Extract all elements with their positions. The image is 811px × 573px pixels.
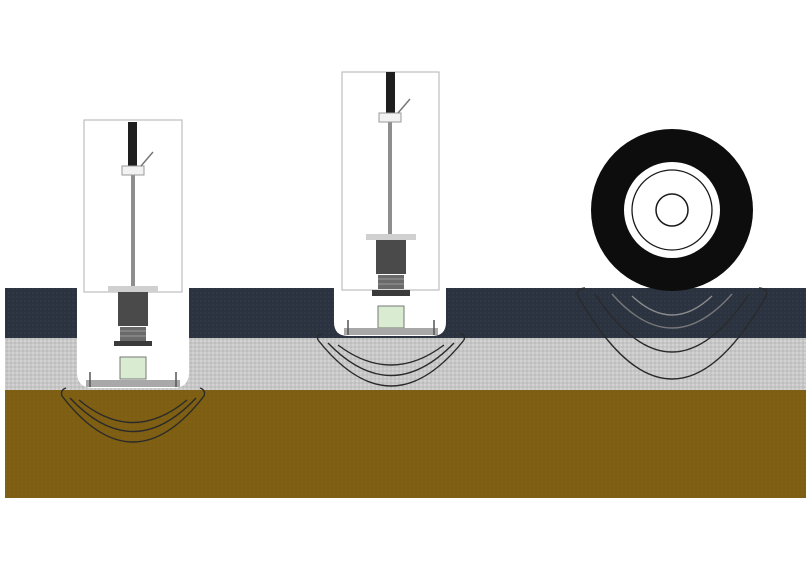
load-plate <box>344 328 438 335</box>
release-lever <box>397 98 411 114</box>
weight-cap <box>108 286 158 292</box>
rod-handle <box>386 72 395 114</box>
rod-release-clamp <box>378 112 402 123</box>
damper-spring <box>378 275 404 289</box>
rod-release-clamp <box>121 165 145 176</box>
damper-spring <box>120 327 146 341</box>
spring-seat <box>114 341 152 346</box>
guide-rod <box>131 175 135 290</box>
stress-bulb-lines <box>576 287 768 380</box>
sensor-block <box>377 305 405 329</box>
tire-icon <box>591 129 753 291</box>
falling-weight <box>118 292 148 326</box>
stress-bulb-lines <box>316 333 466 387</box>
rod-handle <box>128 122 137 166</box>
deflectometer-on-subgrade <box>60 119 206 443</box>
stress-bulb-lines <box>60 387 206 443</box>
sensor-block <box>119 356 147 380</box>
weight-cap <box>366 234 416 240</box>
subgrade-soil-layer <box>5 390 806 498</box>
spring-seat <box>372 290 410 296</box>
falling-weight <box>376 240 406 274</box>
release-lever <box>140 151 154 167</box>
wheel-on-surface <box>576 129 768 380</box>
guide-rod <box>388 122 392 238</box>
deflectometer-on-base <box>316 71 466 387</box>
load-plate <box>86 380 180 387</box>
